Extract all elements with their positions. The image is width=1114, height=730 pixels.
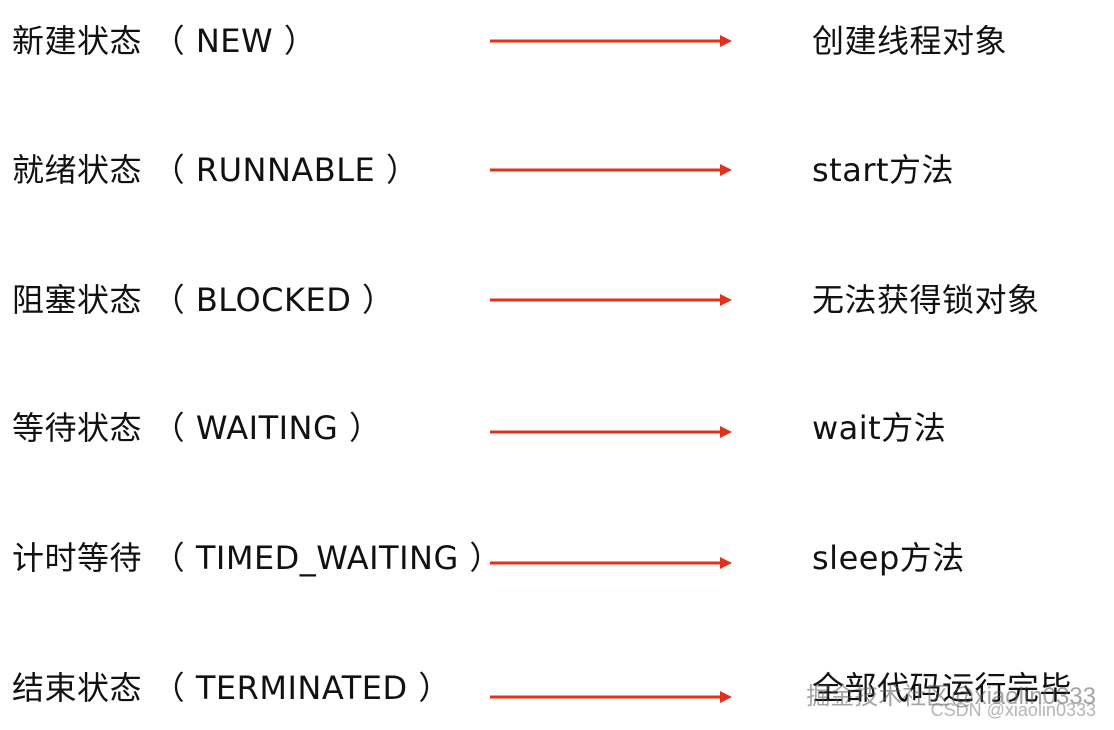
state-description: 全部代码运行完毕 <box>812 669 1073 707</box>
state-description: 无法获得锁对象 <box>812 281 1040 319</box>
state-label: 等待状态 （ WAITING ） <box>12 409 382 447</box>
state-description: start方法 <box>812 151 955 189</box>
state-row-timed-waiting: 计时等待 （ TIMED_WAITING ） sleep方法 <box>0 528 1114 588</box>
state-row-blocked: 阻塞状态 （ BLOCKED ） 无法获得锁对象 <box>0 270 1114 330</box>
state-row-terminated: 结束状态 （ TERMINATED ） 全部代码运行完毕 <box>0 658 1114 718</box>
state-row-new: 新建状态 （ NEW ） 创建线程对象 <box>0 11 1114 71</box>
arrow-right-icon <box>490 294 732 306</box>
arrow-right-icon <box>490 557 732 569</box>
state-row-waiting: 等待状态 （ WAITING ） wait方法 <box>0 398 1114 458</box>
state-description: 创建线程对象 <box>812 22 1008 60</box>
arrow-right-icon <box>490 426 732 438</box>
state-row-runnable: 就绪状态 （ RUNNABLE ） start方法 <box>0 140 1114 200</box>
state-description: wait方法 <box>812 409 947 447</box>
arrow-right-icon <box>490 164 732 176</box>
arrow-right-icon <box>490 35 732 47</box>
state-description: sleep方法 <box>812 539 965 577</box>
arrow-right-icon <box>490 691 732 703</box>
state-label: 新建状态 （ NEW ） <box>12 22 317 60</box>
state-label: 就绪状态 （ RUNNABLE ） <box>12 151 419 189</box>
state-label: 阻塞状态 （ BLOCKED ） <box>12 281 395 319</box>
state-label: 结束状态 （ TERMINATED ） <box>12 669 451 707</box>
state-label: 计时等待 （ TIMED_WAITING ） <box>12 539 502 577</box>
